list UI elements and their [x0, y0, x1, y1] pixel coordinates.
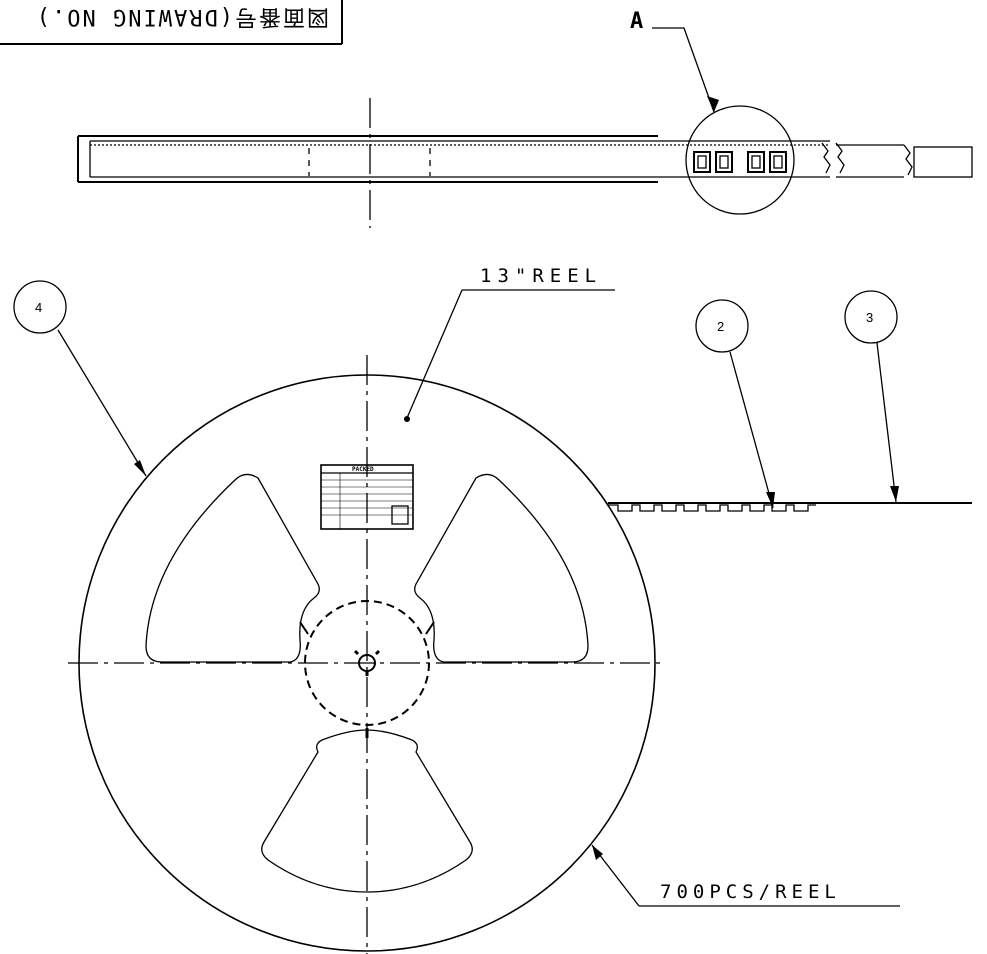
- callout-balloon-4: 4: [13, 280, 147, 477]
- detail-a-circle: [685, 105, 795, 215]
- reel-window-left: [145, 473, 320, 663]
- quantity-callout: 700PCS/REEL: [591, 844, 900, 907]
- balloon-3-label: 3: [866, 310, 873, 325]
- reel-label-header: PACKED: [352, 466, 374, 473]
- drawing-number-box: 図面番号(DRAWING NO.): [0, 0, 343, 45]
- detail-a-callout: A: [630, 9, 795, 215]
- callout-balloon-2: 2: [695, 299, 775, 509]
- reel-front-view: PACKED: [68, 355, 666, 954]
- reel-size-callout: 13"REEL: [404, 265, 615, 422]
- reel-label-sticker: PACKED: [320, 464, 414, 530]
- balloon-4-label: 4: [35, 300, 42, 315]
- balloon-2-label: 2: [717, 319, 724, 334]
- carrier-tape: [608, 502, 972, 512]
- drawing-number-label: 図面番号(DRAWING NO.): [35, 4, 329, 29]
- reel-window-bottom: [261, 729, 473, 893]
- reel-size-label: 13"REEL: [480, 265, 602, 287]
- detail-a-label: A: [630, 9, 643, 34]
- reel-side-view: [77, 98, 973, 228]
- reel-hub-dashed: [304, 600, 430, 726]
- callout-balloon-3: 3: [844, 290, 899, 503]
- reel-window-right: [414, 473, 589, 663]
- quantity-label: 700PCS/REEL: [660, 881, 841, 903]
